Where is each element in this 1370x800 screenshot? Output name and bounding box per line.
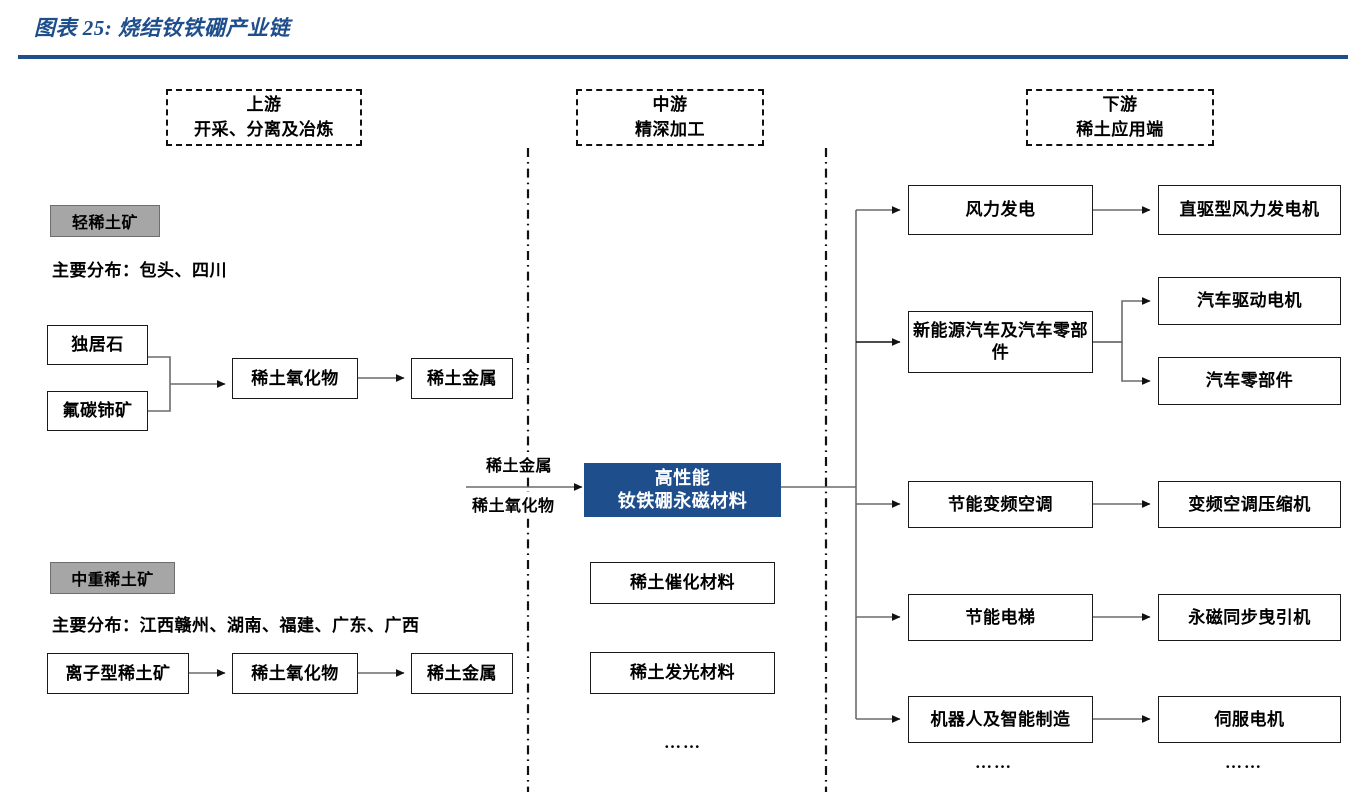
node-servo-motor[interactable]: 伺服电机 [1158, 696, 1341, 743]
stage-header-downstream-line1: 下游 [1102, 94, 1138, 114]
title-divider [18, 55, 1348, 59]
node-high-performance-ndfeb[interactable]: 高性能 钕铁硼永磁材料 [584, 463, 781, 517]
stage-header-midstream-line1: 中游 [652, 94, 688, 114]
page-title: 图表 25: 烧结钕铁硼产业链 [34, 16, 290, 40]
node-monazite[interactable]: 独居石 [47, 325, 148, 365]
node-auto-parts[interactable]: 汽车零部件 [1158, 357, 1341, 405]
node-rare-earth-luminescent-material[interactable]: 稀土发光材料 [590, 652, 775, 694]
node-rare-earth-catalytic-material[interactable]: 稀土催化材料 [590, 562, 775, 604]
feed-label-rare-earth-oxide: 稀土氧化物 [472, 492, 555, 516]
node-ev-drive-motor[interactable]: 汽车驱动电机 [1158, 277, 1341, 325]
node-ndfeb-line1: 高性能 [654, 467, 711, 488]
node-nev-and-auto-parts[interactable]: 新能源汽车及汽车零部件 [908, 311, 1093, 373]
node-ndfeb-line2: 钕铁硼永磁材料 [617, 491, 748, 511]
node-wind-power[interactable]: 风力发电 [908, 185, 1093, 235]
node-energy-saving-inverter-ac[interactable]: 节能变频空调 [908, 481, 1093, 528]
node-energy-saving-elevator[interactable]: 节能电梯 [908, 594, 1093, 641]
heavy-rare-earth-distribution: 主要分布：江西赣州、湖南、福建、广东、广西 [52, 616, 420, 635]
feed-label-rare-earth-metal: 稀土金属 [486, 452, 553, 476]
stage-header-upstream-line1: 上游 [246, 94, 282, 114]
downstream-product-ellipsis: …… [1225, 753, 1263, 772]
stage-header-upstream-line2: 开采、分离及冶炼 [194, 119, 334, 139]
downstream-application-ellipsis: …… [975, 753, 1013, 772]
stage-header-upstream: 上游 开采、分离及冶炼 [166, 89, 362, 146]
node-light-rare-earth-oxide[interactable]: 稀土氧化物 [232, 358, 358, 399]
stage-header-midstream: 中游 精深加工 [576, 89, 764, 146]
node-heavy-rare-earth-metal[interactable]: 稀土金属 [411, 653, 513, 694]
node-direct-drive-wind-generator[interactable]: 直驱型风力发电机 [1158, 185, 1341, 235]
node-inverter-ac-compressor[interactable]: 变频空调压缩机 [1158, 481, 1341, 528]
node-heavy-rare-earth-oxide[interactable]: 稀土氧化物 [232, 653, 358, 694]
node-robotics-and-smart-manufacturing[interactable]: 机器人及智能制造 [908, 696, 1093, 743]
node-ionic-rare-earth-ore[interactable]: 离子型稀土矿 [47, 653, 189, 694]
badge-heavy-rare-earth: 中重稀土矿 [50, 562, 175, 594]
midstream-ellipsis: …… [664, 733, 702, 752]
node-light-rare-earth-metal[interactable]: 稀土金属 [411, 358, 513, 399]
stage-header-midstream-line2: 精深加工 [635, 119, 705, 139]
node-pm-synchronous-traction-machine[interactable]: 永磁同步曳引机 [1158, 594, 1341, 641]
stage-header-downstream: 下游 稀土应用端 [1026, 89, 1214, 146]
node-bastnaesite[interactable]: 氟碳铈矿 [47, 391, 148, 431]
stage-header-downstream-line2: 稀土应用端 [1076, 119, 1164, 139]
badge-light-rare-earth: 轻稀土矿 [50, 205, 160, 237]
light-rare-earth-distribution: 主要分布：包头、四川 [52, 261, 227, 280]
